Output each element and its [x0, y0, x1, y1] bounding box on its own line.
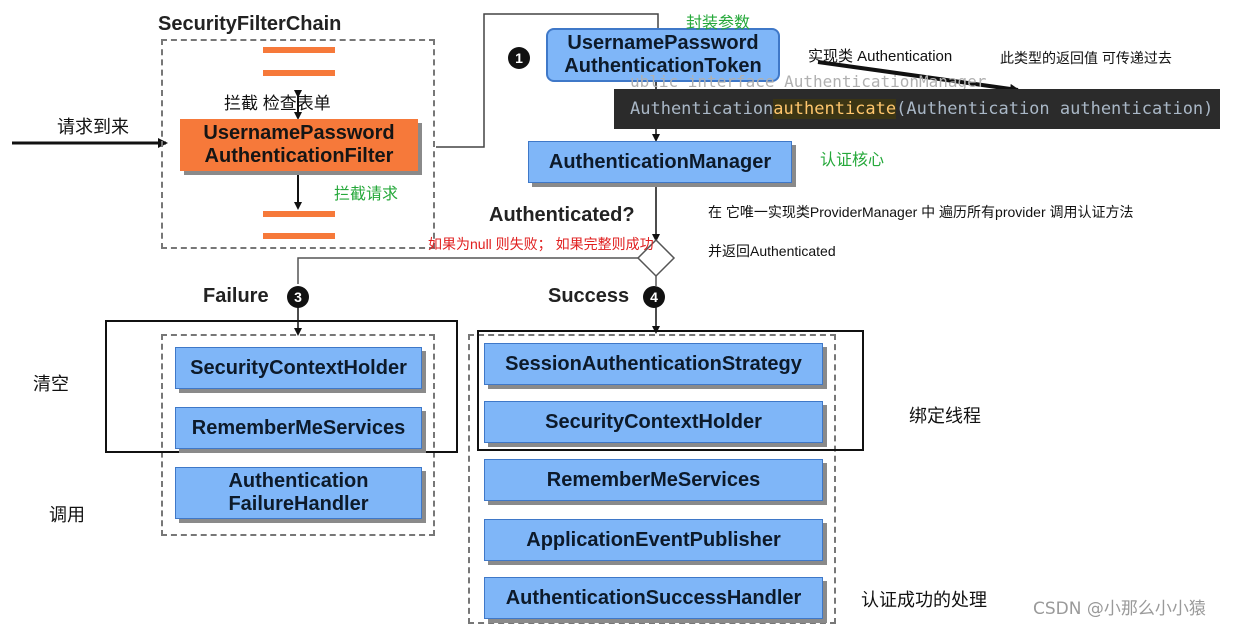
note-provider-manager: 在 它唯一实现类ProviderManager 中 遍历所有provider 调…: [708, 204, 1134, 220]
authenticate-signature: Authentication authenticate(Authenticati…: [614, 89, 1220, 129]
username-password-authentication-filter: UsernamePassword AuthenticationFilter: [180, 119, 418, 171]
note-intercept-request: 拦截请求: [334, 186, 399, 203]
failure-security-context-holder: SecurityContextHolder: [175, 347, 422, 389]
note-success-handling: 认证成功的处理: [861, 590, 987, 610]
filter-bar-bottom-2: [263, 233, 335, 239]
note-null-fail: 如果为null 则失败； 如果完整则成功: [428, 236, 654, 252]
code-ghost-line: ublic interface AuthenticationManager {: [630, 72, 990, 90]
code-suffix: (Authentication authentication): [896, 99, 1214, 119]
filter-chain-title: SecurityFilterChain: [158, 13, 342, 35]
success-label: Success: [548, 285, 630, 307]
failure-label: Failure: [203, 285, 269, 307]
note-clear: 清空: [33, 374, 69, 394]
step-1-badge: 1: [508, 47, 530, 69]
note-request-arrives: 请求到来: [57, 117, 129, 137]
step-4-badge: 4: [643, 286, 665, 308]
filter-token-connector: [436, 13, 659, 148]
note-auth-core: 认证核心: [820, 152, 885, 169]
success-remember-me-services: RememberMeServices: [484, 459, 823, 501]
code-method: authenticate: [773, 99, 897, 119]
authentication-manager: AuthenticationManager: [528, 141, 792, 183]
success-highlight-box: [477, 330, 864, 451]
step-3-badge: 3: [287, 286, 309, 308]
session-authentication-strategy: SessionAuthenticationStrategy: [484, 343, 823, 385]
csdn-watermark: CSDN @小那么小小猿: [1033, 599, 1206, 619]
authentication-success-handler: AuthenticationSuccessHandler: [484, 577, 823, 619]
note-bind-thread: 绑定线程: [909, 406, 981, 426]
note-return-authenticated: 并返回Authenticated: [708, 243, 836, 259]
filter-chain-box: [161, 39, 435, 249]
failure-remember-me-services: RememberMeServices: [175, 407, 422, 449]
authenticated-question: Authenticated?: [489, 204, 635, 226]
note-impl-class: 实现类 Authentication: [808, 48, 953, 65]
application-event-publisher: ApplicationEventPublisher: [484, 519, 823, 561]
filter-bar-bottom-1: [263, 211, 335, 217]
failure-box: [161, 334, 435, 536]
authentication-failure-handler: Authentication FailureHandler: [175, 467, 422, 519]
note-invoke: 调用: [49, 505, 85, 525]
username-password-authentication-token: UsernamePassword AuthenticationToken: [546, 28, 780, 82]
note-wrap-params: 封装参数: [686, 15, 751, 32]
filter-bar-top-1: [263, 47, 335, 53]
failure-highlight-box: [105, 320, 458, 453]
annotation-arrow: [817, 60, 1020, 94]
note-return-value: 此类型的返回值 可传递过去: [1000, 50, 1172, 66]
failure-branch: [297, 257, 638, 284]
success-security-context-holder: SecurityContextHolder: [484, 401, 823, 443]
note-intercept-check: 拦截 检查表单: [224, 94, 331, 113]
filter-bar-top-2: [263, 70, 335, 76]
code-prefix: Authentication: [630, 99, 774, 119]
